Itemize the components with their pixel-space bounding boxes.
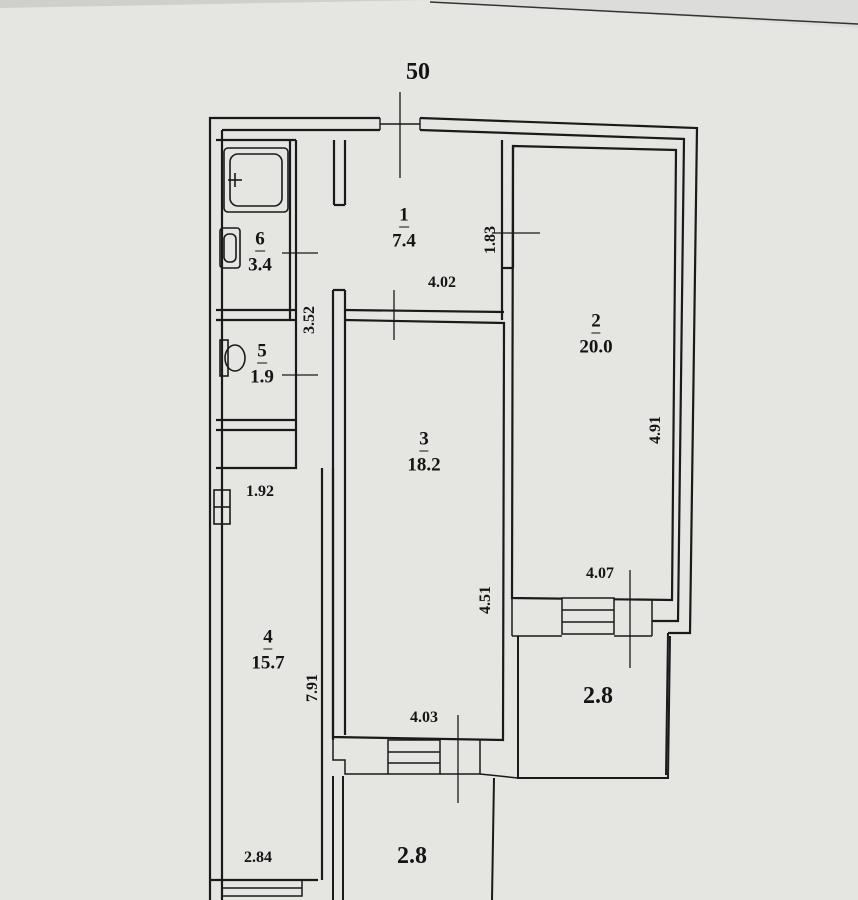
room-4-label: 4 15.7 [251,628,284,673]
dim-room2-height: 4.91 [647,416,664,444]
toilet-fixture [219,339,246,377]
room-2-area: 20.0 [579,336,613,358]
outer-wall-left-top [208,116,380,900]
room-5-number: 5 [257,340,267,364]
room-6-label: 6 3.4 [248,230,272,275]
dim-hall-height: 1.83 [482,226,499,254]
paper-shadow [0,0,430,8]
balcony-right-area: 2.8 [583,683,613,709]
stove-fixture [213,489,231,525]
dimension-ticks [282,232,631,803]
balcony-right-walls [517,632,671,779]
bathtub-fixture [223,147,289,213]
room-3-area: 18.2 [407,454,441,476]
dim-room3-height: 4.51 [477,586,494,614]
room-2-walls [500,140,678,602]
room-2-balcony-door [511,597,653,637]
dim-room2-width: 4.07 [586,565,614,582]
room-4-area: 15.7 [251,652,285,674]
balcony-bottom-area: 2.8 [397,843,427,869]
dim-bath-height: 3.52 [301,306,318,334]
room-5-label: 5 1.9 [250,342,274,387]
outer-wall-top-right [419,116,699,635]
dim-kitchen-height: 7.91 [304,674,321,702]
sink-fixture [219,227,241,269]
room-3-balcony-door [332,737,519,779]
room-1-label: 1 7.4 [392,206,416,251]
paper-edge [429,1,858,25]
axis-label: 50 [406,59,430,85]
bathroom-walls [216,138,347,470]
room-1-number: 1 [399,204,409,228]
dim-room3-width: 4.03 [410,709,438,726]
room-2-number: 2 [591,310,601,334]
room-6-area: 3.4 [248,254,272,276]
room-6-number: 6 [255,228,265,252]
room-2-label: 2 20.0 [579,312,612,357]
dim-kitchen-width: 2.84 [244,849,272,866]
outer-walls [208,116,699,900]
room-4-number: 4 [263,626,273,650]
outer-wall-top-right-inner [419,128,686,623]
kitchen-window [221,879,303,897]
room-3-label: 3 18.2 [407,430,440,475]
room-5-area: 1.9 [250,366,274,388]
dim-hall-width: 4.02 [428,274,456,291]
room-1-area: 7.4 [392,230,416,252]
dim-corridor-width: 1.92 [246,483,274,500]
room-3-number: 3 [419,428,429,452]
balcony-bottom-walls [332,776,495,900]
